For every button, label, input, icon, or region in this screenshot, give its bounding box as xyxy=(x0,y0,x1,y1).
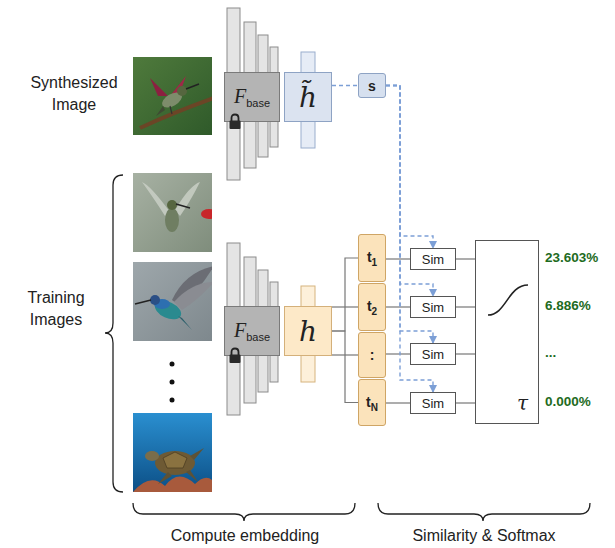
subscript: 2 xyxy=(372,306,378,317)
ellipsis-dot xyxy=(170,380,175,385)
node-label: h xyxy=(299,315,317,348)
probability-value: 6.886% xyxy=(545,298,613,314)
similarity-box: Sim xyxy=(410,248,456,270)
softmax-box: τ xyxy=(475,240,539,424)
frozen-backbone: Fbase xyxy=(224,72,280,122)
ellipsis-dot xyxy=(170,362,175,367)
embedding-cell: t1 xyxy=(358,234,386,282)
subscript: base xyxy=(246,331,270,343)
embedding-cell: : xyxy=(358,332,386,378)
curly-brace xyxy=(105,175,123,492)
similarity-box: Sim xyxy=(410,296,456,318)
node-text: tN xyxy=(366,393,378,413)
training-photo xyxy=(133,413,212,492)
similarity-box: Sim xyxy=(410,343,456,365)
section-label: Compute embedding xyxy=(150,526,340,545)
connector xyxy=(456,402,475,403)
frozen-backbone: Fbase xyxy=(224,306,280,356)
synth-head: h̃ xyxy=(284,72,332,122)
connector xyxy=(332,331,358,403)
section-label: Similarity & Softmax xyxy=(388,526,580,545)
connector xyxy=(386,86,433,249)
node-text: h xyxy=(299,315,317,348)
node-label: t xyxy=(367,298,372,314)
node-label: Sim xyxy=(422,252,444,267)
node-label: F xyxy=(234,319,246,341)
connector xyxy=(456,353,475,354)
connector xyxy=(332,258,358,331)
connector xyxy=(386,402,410,403)
train-head: h xyxy=(284,306,332,356)
lock-body xyxy=(230,355,241,364)
node-label: Sim xyxy=(422,396,444,411)
section-bracket xyxy=(133,503,355,521)
connector xyxy=(332,306,358,307)
node-label: τ xyxy=(517,391,528,415)
lock-shackle xyxy=(232,349,239,356)
node-text: τ xyxy=(517,391,528,415)
connector xyxy=(456,258,475,259)
node-text: t1 xyxy=(367,248,377,268)
synthesized-photo xyxy=(133,57,212,135)
connector xyxy=(456,306,475,307)
probability-value: 0.000% xyxy=(545,394,613,410)
node-text: Sim xyxy=(422,250,444,268)
node-text: s xyxy=(368,77,376,95)
subscript: 1 xyxy=(372,257,378,268)
connector xyxy=(332,85,358,86)
side-label: Synthesized Image xyxy=(18,72,130,115)
node-label: Sim xyxy=(422,300,444,315)
synth-embedding: s xyxy=(358,73,386,98)
lock-icon xyxy=(228,347,242,364)
node-label: F xyxy=(234,85,246,107)
similarity-box: Sim xyxy=(410,392,456,414)
node-label: t xyxy=(367,249,372,265)
node-text: Fbase xyxy=(234,319,270,343)
node-label: h̃ xyxy=(299,81,317,114)
lock-shackle xyxy=(232,115,239,122)
node-label: t xyxy=(366,394,371,410)
lock-icon xyxy=(228,113,242,130)
node-text: Sim xyxy=(422,298,444,316)
sigmoid-icon xyxy=(486,281,530,319)
ellipsis-dot xyxy=(170,398,175,403)
connector xyxy=(386,306,410,307)
node-text: : xyxy=(370,346,375,364)
training-photo xyxy=(133,262,212,341)
node-text: Sim xyxy=(422,394,444,412)
embedding-cell: tN xyxy=(358,379,386,426)
subscript: base xyxy=(246,97,270,109)
node-label: : xyxy=(370,347,375,363)
side-label: Training Images xyxy=(8,287,104,330)
node-text: h̃ xyxy=(299,81,317,114)
sigmoid-curve xyxy=(488,285,528,315)
node-text: Fbase xyxy=(234,85,270,109)
node-text: t2 xyxy=(367,297,377,317)
probability-value: ... xyxy=(545,345,613,361)
node-text: Sim xyxy=(422,345,444,363)
training-photo xyxy=(133,173,212,252)
section-bracket xyxy=(378,503,590,521)
node-label: s xyxy=(368,78,376,94)
subscript: N xyxy=(371,401,378,412)
connector xyxy=(386,258,410,259)
embedding-cell: t2 xyxy=(358,283,386,331)
connector xyxy=(386,353,410,354)
lock-body xyxy=(230,121,241,130)
node-label: Sim xyxy=(422,347,444,362)
probability-value: 23.603% xyxy=(545,250,613,266)
